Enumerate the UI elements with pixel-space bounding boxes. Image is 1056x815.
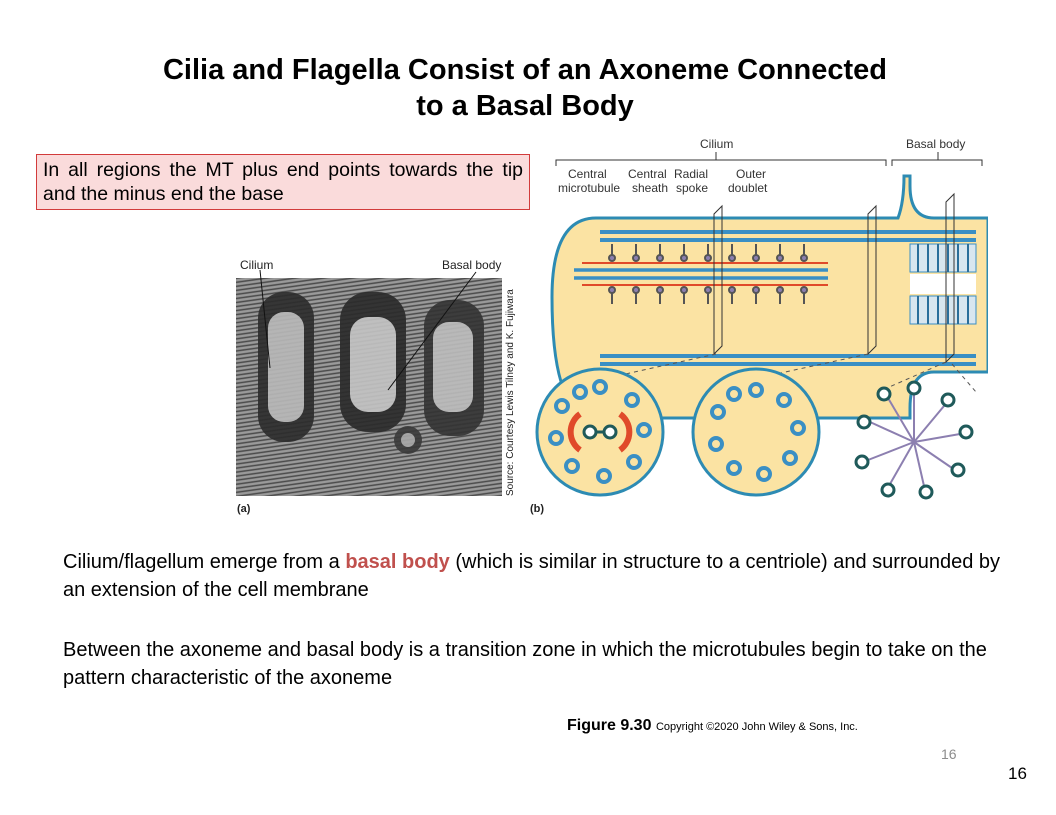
label-central-1: Central (568, 167, 607, 181)
label-sheath-2: sheath (632, 181, 668, 195)
page-number: 16 (1008, 764, 1027, 783)
label-central-2: microtubule (558, 181, 620, 195)
para1-highlight: basal body (345, 551, 450, 573)
para1-text-end: (which is similar in structure to a cent… (63, 551, 1001, 601)
paragraph-basal-body: Cilium/flagellum emerge from a basal bod… (63, 548, 1023, 604)
section-planes (713, 192, 955, 364)
figure-label: Figure 9.30 (567, 717, 652, 734)
basal-body-triplets (909, 243, 977, 325)
copyright-text: Copyright ©2020 John Wiley & Sons, Inc. (655, 721, 858, 733)
page-number-small: 16 (941, 746, 957, 762)
diagram-label-cilium: Cilium (700, 137, 733, 151)
title-line-2: to a Basal Body (416, 90, 634, 122)
slide-title: Cilia and Flagella Consist of an Axoneme… (80, 52, 970, 124)
label-outer-1: Outer (736, 167, 766, 181)
label-spoke-1: Radial (674, 167, 708, 181)
paragraph-transition-zone: Between the axoneme and basal body is a … (63, 639, 987, 689)
cross-section-basal-body (854, 380, 974, 500)
figure-caption: Figure 9.30 Copyright ©2020 John Wiley &… (567, 717, 858, 735)
micrograph-source: Source: Courtesy Lewis Tilney and K. Fuj… (505, 289, 516, 496)
title-line-1: Cilia and Flagella Consist of an Axoneme… (162, 54, 888, 86)
diagram-panel: Cilium Basal body (530, 137, 988, 515)
figure-cilium-basal-body: Cilium Basal body Source: Courtesy Lewis… (236, 137, 988, 515)
diagram-label-basal-body: Basal body (906, 137, 965, 151)
micrograph-label-cilium: Cilium (240, 258, 273, 272)
radial-spokes (608, 244, 808, 304)
panel-a-label: (a) (237, 503, 251, 515)
micrograph-panel: Cilium Basal body Source: Courtesy Lewis… (236, 258, 516, 515)
outer-doublets (600, 230, 976, 366)
callout-note: In all regions the MT plus end points to… (36, 154, 530, 210)
label-sheath-1: Central (628, 167, 667, 181)
cross-section-transition (691, 367, 821, 497)
cross-section-axoneme (535, 367, 665, 497)
panel-b-label: (b) (530, 503, 544, 515)
label-outer-2: doublet (728, 181, 768, 195)
micrograph-label-basal-body: Basal body (442, 258, 501, 272)
para1-text-start: Cilium/flagellum emerge from a (63, 551, 346, 573)
central-sheath (582, 262, 828, 286)
label-spoke-2: spoke (676, 181, 708, 195)
central-microtubules (574, 268, 828, 280)
